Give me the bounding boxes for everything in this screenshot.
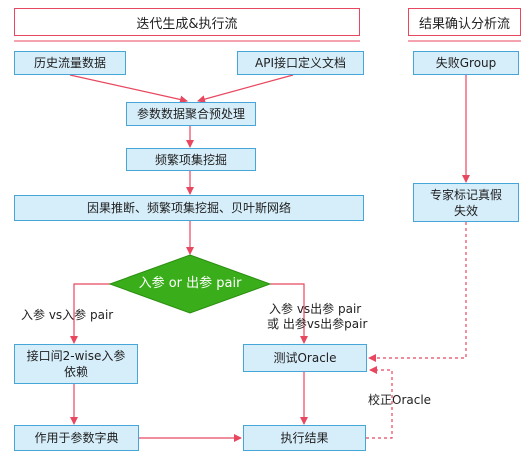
box-exec-result: 执行结果 [243, 425, 366, 451]
decision-label: 入参 or 出参 pair [138, 276, 242, 291]
arrow-expert-oracle [368, 222, 467, 362]
box-api-doc: API接口定义文档 [237, 51, 364, 75]
decision-diamond [108, 254, 272, 314]
arrow-result-calibrate [366, 366, 393, 439]
header-left: 迭代生成&执行流 [14, 8, 360, 36]
box-aggregate: 参数数据聚合预处理 [126, 102, 256, 126]
box-expert-label: 专家标记真假 失效 [413, 183, 519, 222]
arrow-history-aggregate [69, 74, 188, 104]
box-fail-group: 失败Group [413, 51, 519, 75]
header-right: 结果确认分析流 [408, 8, 521, 36]
box-history-traffic: 历史流量数据 [14, 51, 126, 75]
label-calibrate-oracle: 校正Oracle [368, 393, 432, 407]
box-interface-2wise: 接口间2-wise入参 依赖 [14, 344, 138, 384]
box-test-oracle: 测试Oracle [243, 344, 367, 372]
arrow-decision-test-oracle [270, 283, 308, 344]
label-output-output-pair: 或 出参vs出参pair [267, 317, 368, 331]
box-causal-inference: 因果推断、频繁项集挖掘、贝叶斯网络 [14, 195, 364, 221]
box-frequent-itemset: 频繁项集挖掘 [126, 148, 256, 171]
label-input-pair: 入参 vs入参 pair [21, 308, 114, 322]
box-apply-dictionary: 作用于参数字典 [14, 425, 139, 451]
label-input-output-pair: 入参 vs出参 pair [269, 302, 362, 316]
arrow-api-aggregate [197, 74, 294, 104]
arrow-decision-interface [70, 283, 112, 344]
